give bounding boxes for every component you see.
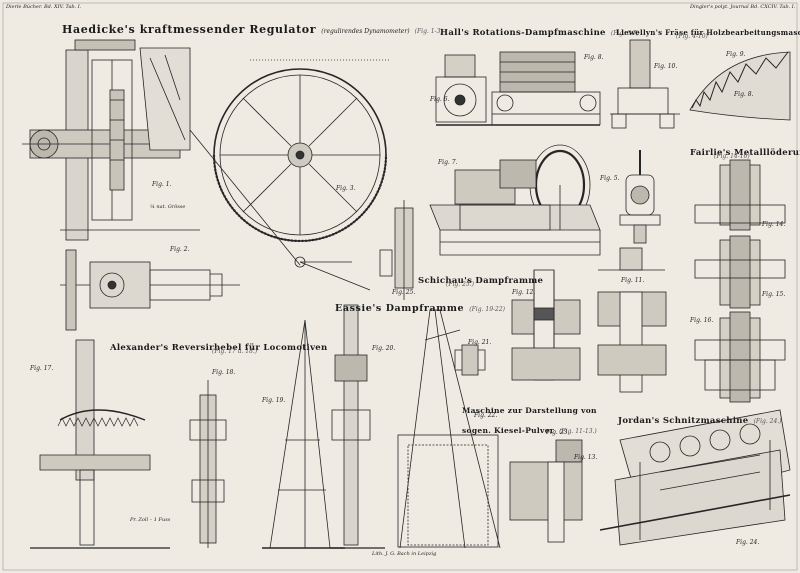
title-haedicke-group: Haedicke's kraftmessender Regulator (reg… xyxy=(62,20,443,36)
fig-label-13: Fig. 13. xyxy=(574,454,598,461)
printer-credit: Lith. J. G. Bach in Leipzig xyxy=(372,551,437,557)
title-llewellyn-group: Llewellyn's Fräse für Holzbearbeitungsma… xyxy=(616,22,800,38)
title-llewellyn: Llewellyn's Fräse für Holzbearbeitungsma… xyxy=(616,28,800,37)
header-right: Dingler's polyt. Journal Bd. CXCIV. Tab.… xyxy=(690,4,796,10)
title-jordan-ref: (Fig. 24.) xyxy=(753,418,782,425)
haedicke-fig1-regulator xyxy=(22,39,200,241)
fig-label-8a: Fig. 8. xyxy=(584,54,604,61)
title-kiesel-ref: (Fig. 11-13.) xyxy=(559,428,597,435)
fig-label-20: Fig. 20. xyxy=(372,345,396,352)
fig-label-1: Fig. 1. xyxy=(152,181,172,188)
title-fairlie-ref: (Fig. 14-16) xyxy=(714,153,750,160)
fairlie-figs xyxy=(694,159,786,403)
title-kiesel: Maschine zur Darstellung von sogen. Kies… xyxy=(462,406,597,435)
title-schichau: Schichau's Dampframme xyxy=(418,276,544,286)
title-schichau-group: Schichau's Dampframme xyxy=(418,270,543,286)
title-alexander: Alexander's Reversirhebel für Locomotive… xyxy=(110,343,328,353)
hall-fig6-fig8 xyxy=(435,51,601,126)
title-hall: Hall's Rotations-Dampfmaschine xyxy=(440,28,606,38)
alexander-fig18 xyxy=(189,380,227,548)
fig-label-21: Fig. 21. xyxy=(468,339,492,346)
eassie-fig21 xyxy=(454,344,486,376)
schichau-fig25 xyxy=(300,200,414,300)
fig-label-9: Fig. 9. xyxy=(726,51,746,58)
title-eassie-ref: (Fig. 19-22) xyxy=(469,306,506,313)
natural-size-note: ¼ nat. Grösse xyxy=(150,204,186,210)
title-schichau-ref: (Fig. 25.) xyxy=(446,281,474,288)
fig-label-24: Fig. 24. xyxy=(736,539,760,546)
jordan-fig24 xyxy=(599,409,791,546)
title-haedicke-ref: (Fig. 1-3) xyxy=(414,28,443,35)
title-haedicke: Haedicke's kraftmessender Regulator xyxy=(62,23,317,36)
title-llewellyn-ref: (Fig. 4-10) xyxy=(676,33,708,40)
title-jordan-group: Jordan's Schnitzmaschine (Fig. 24.) xyxy=(618,410,782,426)
fig-label-15: Fig. 15. xyxy=(762,291,786,298)
fig-label-3: Fig. 3. xyxy=(336,185,356,192)
title-hall-group: Hall's Rotations-Dampfmaschine (Fig. 6-7… xyxy=(440,22,639,38)
fig-label-25: Fig. 25. xyxy=(392,289,416,296)
title-fairlie-group: Fairlie's Metalllöderung xyxy=(690,142,800,158)
title-fairlie: Fairlie's Metalllöderung xyxy=(690,148,800,158)
scale-note: Pr. Zoll – 1 Fuss xyxy=(130,517,171,523)
title-alexander-ref: (Fig. 17 u. 18.) xyxy=(212,348,258,355)
llewellyn-figs xyxy=(610,39,791,129)
header-left: Dierle Bücher. Bd. XIV. Tab. I. xyxy=(6,4,82,10)
title-eassie-group: Eassie's Dampframme (Fig. 19-22) xyxy=(335,298,505,314)
title-alexander-group: Alexander's Reversirhebel für Locomotive… xyxy=(110,337,328,353)
fig-label-10: Fig. 10. xyxy=(654,63,678,70)
fig-label-2: Fig. 2. xyxy=(170,246,190,253)
title-haedicke-sub: (regulirendes Dynamometer) xyxy=(321,28,410,35)
eassie-fig22 xyxy=(397,309,501,549)
fig-label-7: Fig. 7. xyxy=(438,159,458,166)
haedicke-fig3-flywheel xyxy=(189,59,390,291)
fig-label-17: Fig. 17. xyxy=(30,365,54,372)
haedicke-fig2-plan xyxy=(60,249,240,331)
fig-label-14: Fig. 14. xyxy=(762,221,786,228)
title-kiesel-group: Maschine zur Darstellung von sogen. Kies… xyxy=(462,398,612,438)
fig-label-19: Fig. 19. xyxy=(262,397,286,404)
fig-label-5: Fig. 5. xyxy=(600,175,620,182)
fig5-cylinder xyxy=(619,150,661,244)
hall-fig7-engine xyxy=(429,144,601,256)
fig-label-18: Fig. 18. xyxy=(212,369,236,376)
alexander-fig17 xyxy=(30,339,170,549)
fig-label-22: Fig. 22. xyxy=(474,412,498,419)
fig-label-8b: Fig. 8. xyxy=(734,91,754,98)
fig-label-6: Fig. 6. xyxy=(430,96,450,103)
eassie-fig20 xyxy=(330,304,385,549)
fig-label-16: Fig. 16. xyxy=(690,317,714,324)
fig-label-23: Fig. 23. xyxy=(546,429,570,436)
fig-label-11: Fig. 11. xyxy=(621,277,645,284)
title-hall-ref: (Fig. 6-7) xyxy=(610,30,639,37)
title-eassie: Eassie's Dampframme xyxy=(335,303,465,314)
kiesel-figs xyxy=(511,247,667,393)
fig-label-12: Fig. 12. xyxy=(512,289,536,296)
fig23-fig13 xyxy=(509,439,583,543)
eassie-fig19 xyxy=(262,319,345,549)
title-jordan: Jordan's Schnitzmaschine xyxy=(618,416,749,426)
